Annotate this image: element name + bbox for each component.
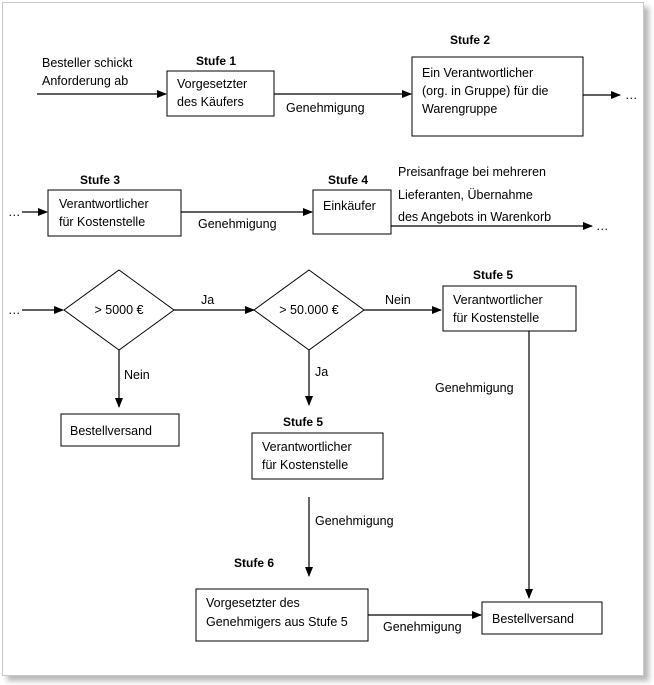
box-warengruppe-line1: Ein Verantwortlicher — [422, 66, 533, 80]
nein-1-label: Nein — [124, 368, 150, 382]
preisanfrage-line2: Lieferanten, Übernahme — [398, 188, 533, 202]
box-kostenstelle-stufe3-line1: Verantwortlicher — [59, 197, 149, 211]
box-einkaeufer — [312, 189, 392, 235]
continuation-3: … — [596, 219, 609, 233]
box-warengruppe-line2: (org. in Gruppe) für die — [422, 84, 548, 98]
start-label-line1: Besteller schickt — [42, 56, 133, 70]
stufe4-label: Stufe 4 — [328, 173, 368, 187]
box-einkaeufer-text: Einkäufer — [323, 199, 376, 213]
stufe5-mid-label: Stufe 5 — [283, 415, 323, 429]
box-kostenstelle-right-line1: Verantwortlicher — [453, 293, 543, 307]
box-kostenstelle-mid-line2: für Kostenstelle — [262, 458, 348, 472]
genehmigung-right-label: Genehmigung — [435, 381, 514, 395]
genehmigung-2-label: Genehmigung — [198, 217, 277, 231]
preisanfrage-line3: des Angebots in Warenkorb — [398, 210, 551, 224]
box-warengruppe-line3: Warengruppe — [422, 102, 497, 116]
box-kostenstelle-right-line2: für Kostenstelle — [453, 311, 539, 325]
continuation-4: … — [8, 303, 21, 317]
box-vorgesetzter-kaeufer-line1: Vorgesetzter — [177, 77, 247, 91]
box-vorgesetzter-stufe6-line1: Vorgesetzter des — [206, 596, 300, 610]
stufe2-label: Stufe 2 — [450, 33, 490, 47]
stufe6-label: Stufe 6 — [234, 556, 274, 570]
diamond-5000-text: > 5000 € — [94, 303, 143, 317]
diamond-50000-text: > 50.000 € — [279, 303, 338, 317]
box-warengruppe — [411, 56, 584, 137]
genehmigung-mid-label: Genehmigung — [315, 514, 394, 528]
preisanfrage-line1: Preisanfrage bei mehreren — [398, 165, 546, 179]
stufe1-label: Stufe 1 — [196, 54, 236, 68]
continuation-1: … — [625, 88, 638, 102]
box-vorgesetzter-stufe6 — [195, 588, 369, 642]
box-bestellversand-2 — [481, 601, 603, 635]
box-vorgesetzter-kaeufer — [166, 70, 275, 117]
continuation-2: … — [8, 205, 21, 219]
box-vorgesetzter-stufe6-line2: Genehmigers aus Stufe 5 — [206, 615, 348, 629]
box-kostenstelle-stufe3-line2: für Kostenstelle — [59, 215, 145, 229]
stufe3-label: Stufe 3 — [80, 173, 120, 187]
box-bestellversand-2-text: Bestellversand — [492, 612, 574, 626]
nein-2-label: Nein — [385, 293, 411, 307]
genehmigung-1-label: Genehmigung — [286, 101, 365, 115]
box-vorgesetzter-kaeufer-line2: des Käufers — [177, 95, 244, 109]
box-bestellversand-1-text: Bestellversand — [70, 424, 152, 438]
start-label-line2: Anforderung ab — [42, 74, 128, 88]
genehmigung-bottom-label: Genehmigung — [383, 620, 462, 634]
ja-1-label: Ja — [201, 293, 214, 307]
ja-2-label: Ja — [315, 365, 328, 379]
stufe5-right-label: Stufe 5 — [473, 268, 513, 282]
box-bestellversand-1 — [60, 413, 180, 447]
box-kostenstelle-right — [442, 285, 577, 332]
box-kostenstelle-mid-line1: Verantwortlicher — [262, 440, 352, 454]
box-kostenstelle-mid — [251, 432, 384, 480]
box-kostenstelle-stufe3 — [47, 189, 182, 237]
